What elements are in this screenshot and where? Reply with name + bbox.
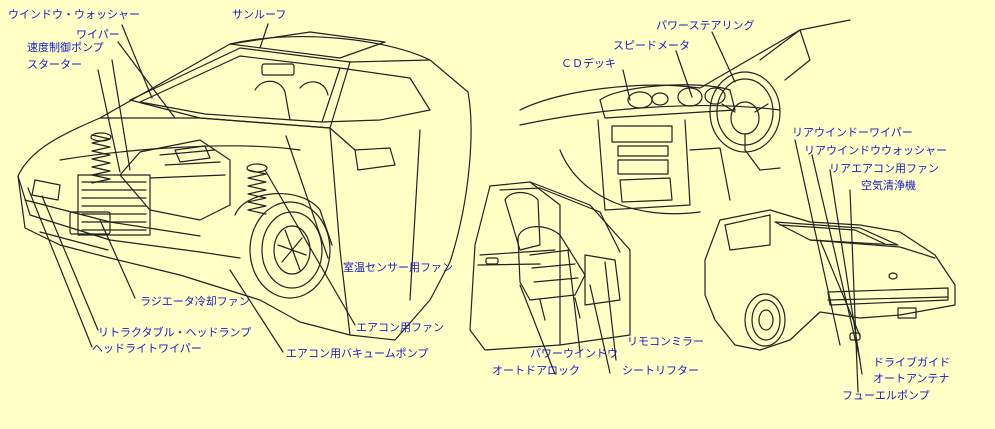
label-wiper: ワイパー [76,28,120,41]
front-car-drawing [17,23,472,353]
label-rear-aircon-fan: リアエアコン用ファン [829,162,939,175]
label-power-steering: パワーステアリング [656,19,755,32]
label-radiator-fan: ラジエータ冷却ファン [140,295,250,308]
label-power-window: パワーウインドウ [530,347,618,360]
label-rear-window-wiper: リアウインドーワイパー [792,126,913,139]
label-seat-lifter: シートリフター [622,364,699,377]
label-speedometer: スピードメータ [613,39,690,52]
label-fuel-pump: フューエルポンプ [842,389,930,402]
label-auto-door-lock: オートドアロック [492,364,580,377]
label-drive-guide: ドライブガイド [873,356,950,369]
label-room-temp-fan: 室温センサー用ファン [343,261,453,274]
dashboard-drawing [519,19,851,215]
label-air-purifier: 空気清浄機 [861,179,916,192]
label-aircon-fan: エアコン用ファン [356,321,444,334]
label-cd-deck: ＣＤデッキ [561,57,616,70]
label-aircon-vacuum-pump: エアコン用バキュームポンプ [286,347,429,360]
label-auto-antenna: オートアンテナ [873,372,950,385]
label-starter: スターター [27,58,82,71]
label-headlight-wiper: ヘッドライトワイパー [92,342,202,355]
rear-car-drawing [704,139,956,393]
label-retractable-lamp: リトラクタブル・ヘッドランプ [98,326,252,339]
label-rear-window-washer: リアウインドウウォッシャー [804,144,947,157]
label-speed-pump: 速度制御ポンプ [27,41,104,54]
label-sunroof: サンルーフ [232,8,287,21]
label-remote-mirror: リモコンミラー [627,335,704,348]
interior-door-drawing [469,181,631,375]
label-window-washer: ウインドウ・ウォッシャー [8,8,140,21]
